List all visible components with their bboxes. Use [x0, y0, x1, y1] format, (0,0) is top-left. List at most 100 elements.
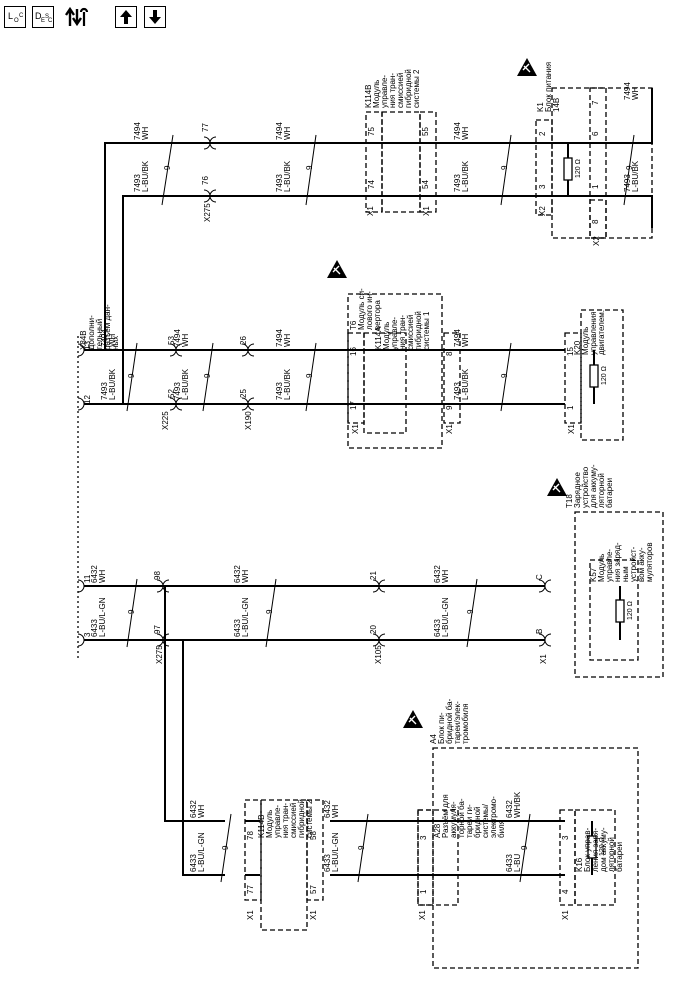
pin-number: 75: [367, 127, 376, 136]
k114b-bottom-label: смиссией: [289, 803, 298, 838]
pin-number: 25: [239, 389, 248, 398]
twist-count: 9: [127, 609, 136, 614]
arrow-down-button[interactable]: [144, 6, 166, 28]
k16-label: ления заря-: [591, 828, 600, 872]
pin-number: 9: [445, 405, 454, 410]
wire-code: 6432: [505, 800, 514, 818]
connector-label: X2: [538, 206, 547, 216]
pin-number: 21: [369, 571, 378, 580]
wire-code: 7494: [275, 122, 284, 140]
t6-label: лового ин-: [365, 291, 374, 330]
wire-color: WH: [197, 804, 206, 818]
connector-label: X1: [309, 910, 318, 920]
warning-icon: [516, 57, 538, 77]
wire-code: 7494: [100, 329, 109, 347]
k114b-bottom-label: ния тран-: [281, 803, 290, 838]
wire-code: 7493: [453, 174, 462, 192]
a4-label: тареи/элек-: [453, 701, 462, 744]
x275-label: X275: [203, 203, 212, 222]
t18-label: для аккуму-: [589, 464, 598, 508]
k20-label: управления: [589, 311, 598, 355]
connector-label: X1: [567, 424, 576, 434]
svg-text:L: L: [8, 11, 13, 21]
a28-label: бридной: [473, 806, 482, 838]
wires: [84, 88, 653, 876]
x225-label: X225: [161, 411, 170, 430]
pin-number: 3: [419, 835, 428, 840]
connector-label: X1: [445, 424, 454, 434]
a28-label: электромо-: [489, 796, 498, 838]
pin-number: 1: [419, 889, 428, 894]
twist-count: 9: [163, 165, 172, 170]
k20-label: двигателем.: [597, 310, 606, 355]
t6-label: вертора: [373, 300, 382, 330]
loc-icon: L O C: [8, 11, 24, 24]
k114b-bottom-label: управле-: [273, 805, 282, 838]
wire-color: L-BU/L-GN: [441, 597, 450, 637]
x84b-label: тельный: [95, 319, 104, 350]
wire-code: 6432: [90, 565, 99, 583]
pin-number: 77: [201, 123, 210, 132]
pin-number: 98: [153, 571, 162, 580]
loc-button[interactable]: L O C: [4, 6, 26, 28]
wire-code: 7493: [275, 382, 284, 400]
resistor-value: 120 Ω: [627, 601, 634, 620]
a28-label: системы/: [481, 803, 490, 838]
pin-number: 12: [83, 395, 92, 404]
k114b-bottom-label: гибридной: [297, 799, 306, 838]
k57-label: K57: [589, 567, 598, 582]
x84b-label: разъём дан-: [103, 304, 112, 350]
pin-number: 15: [566, 347, 575, 356]
warning-icon: [326, 259, 348, 279]
wire-color: WH: [108, 333, 117, 347]
k16-label: K16: [575, 857, 584, 872]
wire-code: 6432: [189, 800, 198, 818]
pin-number: 11: [83, 574, 92, 583]
pin-number: 3: [538, 184, 547, 189]
svg-text:S: S: [45, 14, 49, 20]
pin-number: 77: [246, 885, 255, 894]
svg-text:C: C: [19, 13, 24, 19]
swap-wrench-button[interactable]: [60, 4, 90, 30]
wire-color: WH: [141, 126, 150, 140]
wire-color: WH: [461, 126, 470, 140]
t18-label: батареи: [605, 478, 614, 508]
pin-number: 7: [591, 100, 600, 105]
desc-icon: D E S C: [35, 11, 53, 24]
pin-number: 3: [83, 632, 92, 637]
pin-number: 2: [538, 131, 547, 136]
wire-color: L-BU/L-GN: [241, 597, 250, 637]
a28-label: тареи ги-: [465, 804, 474, 838]
k114b-label: смиссией: [396, 73, 405, 108]
toolbar: L O C D E S C: [0, 0, 210, 34]
wire-code: 7494: [453, 122, 462, 140]
pin-number: 54: [421, 180, 430, 189]
pin-number: 17: [349, 401, 358, 410]
resistors: [563, 143, 625, 875]
wire-code: 6432: [323, 800, 332, 818]
arrow-up-icon: [120, 10, 132, 24]
t18-label: ляторной: [597, 473, 606, 508]
k57-label: ния заряд-: [613, 542, 622, 582]
pin-number: 1: [591, 184, 600, 189]
pin-number: 1: [566, 405, 575, 410]
component-boxes: [77, 87, 664, 969]
t6-label: Модуль си-: [357, 288, 366, 330]
x105-label: X105: [374, 645, 383, 664]
wire-code: 7494: [173, 329, 182, 347]
k114a-label: K114A: [374, 326, 383, 350]
k114a-label: гибридной: [414, 311, 423, 350]
wire-color: L-BU/L-GN: [197, 832, 206, 872]
arrow-up-button[interactable]: [115, 6, 137, 28]
svg-text:E: E: [41, 18, 45, 24]
x84b-label: Дополни-: [87, 315, 96, 350]
desc-button[interactable]: D E S C: [32, 6, 54, 28]
twist-count: 9: [357, 845, 366, 850]
k20-label: Модуль: [581, 327, 590, 355]
k57-label: управле-: [605, 549, 614, 582]
twisted-pair-marks: [126, 134, 635, 883]
pin-number: 20: [369, 625, 378, 634]
k114a-label: управле-: [390, 317, 399, 350]
wire-code: 7494: [453, 329, 462, 347]
arrows-wrench-icon: [65, 6, 89, 27]
